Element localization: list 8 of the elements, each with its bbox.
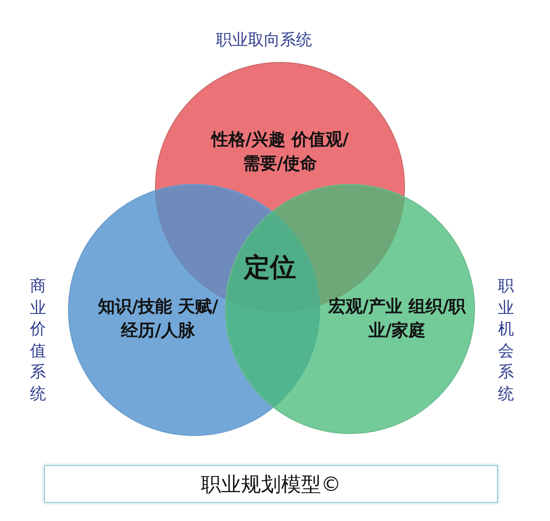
circle-text: 知识/技能 天赋/经历/人脉 [96,296,220,343]
circle-text: 性格/兴趣 价值观/需要/使命 [210,129,350,176]
center-label: 定位 [242,252,297,284]
system-label: 职业机会系统 [498,275,514,405]
circle-text: 宏观/产业 组织/职业/家庭 [327,296,467,343]
system-label: 职业取向系统 [216,30,312,51]
system-label: 商业价值系统 [30,275,46,405]
caption-box: 职业规划模型© [44,465,498,503]
